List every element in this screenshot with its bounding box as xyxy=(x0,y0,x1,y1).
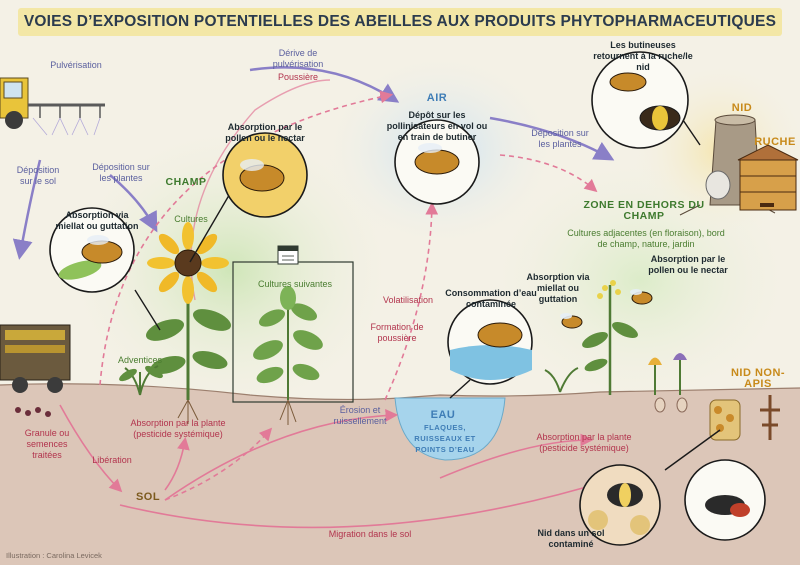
page-title: VOIES D’EXPOSITION POTENTIELLES DES ABEI… xyxy=(18,8,782,36)
label-erosion: Érosion et ruissellement xyxy=(333,405,387,426)
label-eau: EAU xyxy=(430,409,456,421)
arrow-air-zone xyxy=(499,154,598,193)
label-zone: ZONE EN DEHORS DU CHAMP xyxy=(583,199,705,222)
label-granule: Granule ou semences traitées xyxy=(24,428,70,460)
nest-structure-icon xyxy=(709,395,780,441)
label-butineuses: Les butineuses retournent à la ruche/le … xyxy=(593,40,693,72)
arrow-erosion xyxy=(164,409,399,501)
water-puddle-icon xyxy=(394,397,506,461)
callout-butineuses xyxy=(591,51,701,149)
label-air: AIR xyxy=(426,92,448,104)
label-formation-poussiere: Formation de poussière xyxy=(370,322,424,343)
arrow-deposition-plantes-2 xyxy=(489,116,615,161)
plant-icon xyxy=(253,286,323,425)
label-depot-pollinisateurs: Dépôt sur les pollinisateurs en vol ou e… xyxy=(386,110,488,142)
label-poussiere: Poussière xyxy=(277,72,319,82)
arrow-absorption-plante-2 xyxy=(439,433,594,479)
label-absorption-plante: Absorption par la plante (pesticide syst… xyxy=(130,418,226,439)
label-absorption-pollen-2: Absorption par le pollen ou le nectar xyxy=(648,254,728,275)
seeder-icon xyxy=(0,324,71,393)
tractor-icon xyxy=(0,77,105,136)
illustration-credit: Illustration : Carolina Levicek xyxy=(6,551,102,560)
label-derive: Dérive de pulvérisation xyxy=(272,48,324,69)
label-absorption-miellat: Absorption via miellat ou guttation xyxy=(55,210,139,231)
label-zone-desc: Cultures adjacentes (en floraison), bord… xyxy=(567,228,725,249)
label-deposition-plantes: Déposition sur les plantes xyxy=(92,162,150,183)
arrow-sol-cultures xyxy=(164,427,273,501)
label-eau-desc: FLAQUES, RUISSEAUX ET POINTS D’EAU xyxy=(414,423,476,454)
label-cultures-suivantes: Cultures suivantes xyxy=(257,279,333,289)
label-champ: CHAMP xyxy=(165,176,207,188)
label-migration: Migration dans le sol xyxy=(328,529,412,539)
label-cultures: Cultures xyxy=(174,214,208,224)
callout-miellat xyxy=(49,207,161,331)
callout-pollen xyxy=(189,132,308,263)
sunflower-icon xyxy=(145,222,232,424)
label-liberation: Libération xyxy=(92,455,132,465)
callout-air-bee xyxy=(394,119,480,205)
label-ruche: RUCHE xyxy=(754,136,796,148)
seed-icons xyxy=(15,407,51,417)
label-absorption-miellat-2: Absorption via miellat ou guttation xyxy=(526,272,590,304)
beehive-icon xyxy=(737,144,799,211)
label-consommation-eau: Consommation d’eau contaminée xyxy=(445,288,537,309)
weed-icon xyxy=(119,365,579,396)
label-nid-non-apis: NID NON-APIS xyxy=(730,367,786,390)
label-nid: NID xyxy=(731,102,753,114)
callout-nid-sol xyxy=(579,464,661,546)
arrow-absorption-plante xyxy=(164,436,190,491)
zone-plants xyxy=(582,280,688,413)
arrow-migration xyxy=(119,476,614,529)
arrow-deposition-sol xyxy=(12,159,42,260)
callout-nid-nonapis xyxy=(664,429,766,541)
callout-eau xyxy=(447,299,533,399)
label-deposition-sol: Déposition sur le sol xyxy=(16,165,60,186)
label-absorption-plante-2: Absorption par la plante (pesticide syst… xyxy=(536,432,632,453)
label-pulverisation: Pulvérisation xyxy=(50,60,102,70)
bee-icon xyxy=(560,289,653,329)
arrow-poussiere xyxy=(99,90,394,386)
label-absorption-pollen: Absorption par le pollen ou le nectar xyxy=(225,122,305,143)
arrow-deposition-plantes xyxy=(109,174,158,233)
arrow-liberation xyxy=(59,404,123,493)
label-nid-sol: Nid dans un sol contaminé xyxy=(537,528,605,549)
label-volatilisation: Volatilisation xyxy=(382,295,434,305)
label-deposition-plantes-2: Déposition sur les plantes xyxy=(531,128,589,149)
label-adventices: Adventices xyxy=(117,355,163,365)
label-sol: SOL xyxy=(135,491,161,503)
calendar-icon xyxy=(277,245,299,265)
